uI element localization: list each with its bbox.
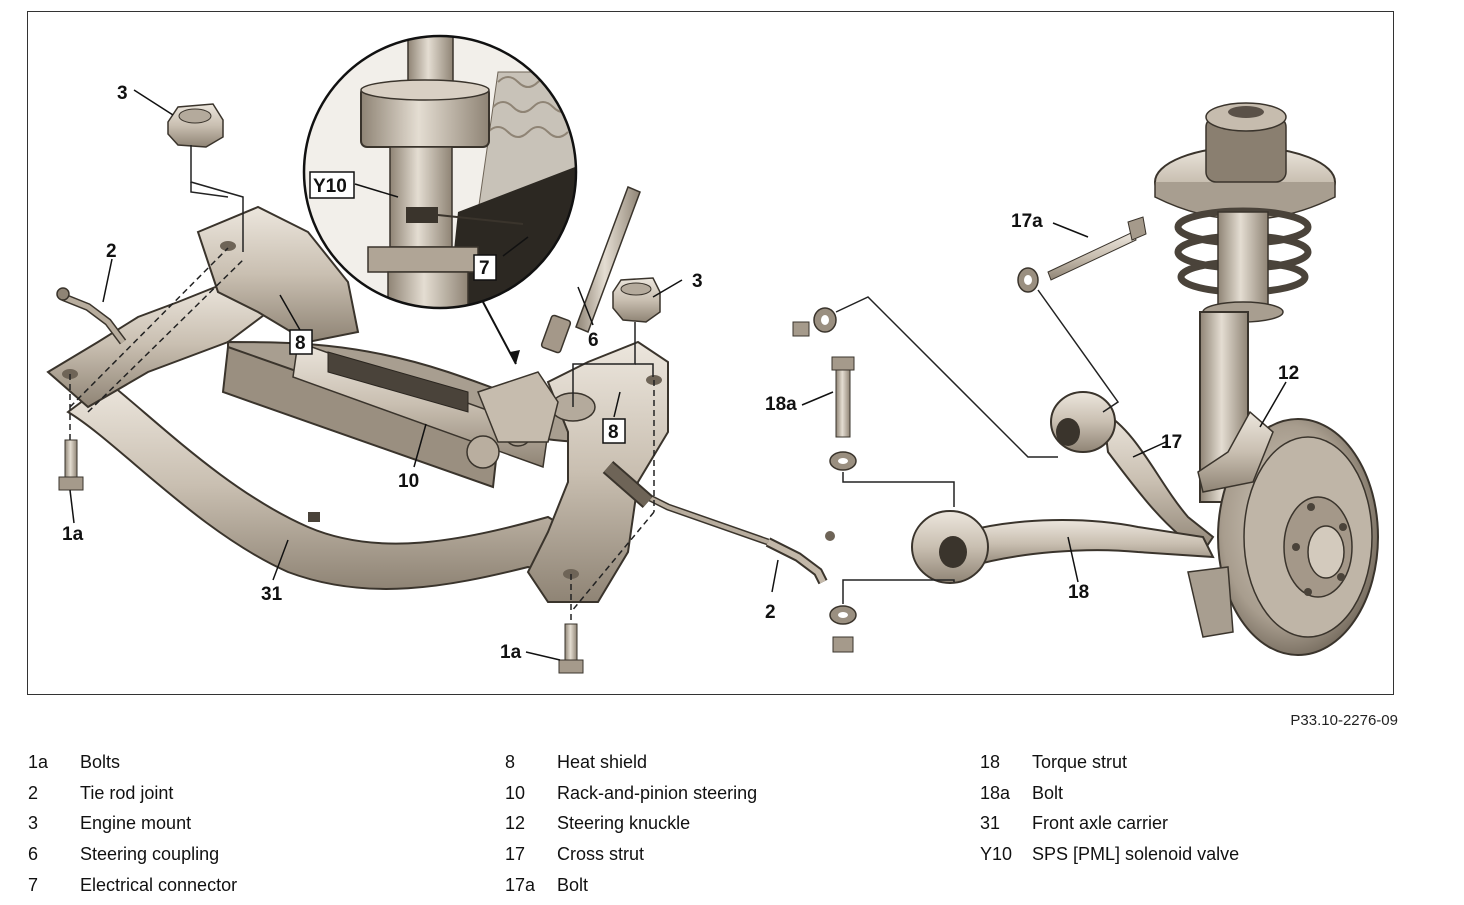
callout-10: 10 [398, 471, 419, 492]
callout-7-box [473, 254, 497, 281]
callout-17a: 17a [1011, 211, 1043, 232]
legend-code: 17a [505, 874, 536, 895]
strut-assembly [1154, 102, 1336, 503]
rack-and-pinion-steering [221, 340, 770, 546]
callout-8-left: 8 [295, 333, 306, 354]
engine-mount-top [167, 103, 224, 148]
legend-item: 8 Heat shield [505, 750, 757, 781]
legend-item: 18a Bolt [980, 781, 1239, 812]
bolt-18a [829, 356, 857, 471]
figure-code: P33.10-2276-09 [1290, 712, 1398, 729]
legend-item: 17a Bolt [505, 873, 757, 904]
callout-3-right: 3 [692, 271, 703, 292]
nut-washer-lower [829, 605, 857, 653]
legend-description: Torque strut [1032, 752, 1128, 772]
legend-item: 1a Bolts [28, 750, 237, 781]
legend-code: 12 [505, 813, 526, 834]
steering-coupling [540, 186, 641, 354]
legend-code: 31 [980, 813, 1001, 834]
legend-item: 3 Engine mount [28, 811, 237, 842]
legend-item: 7 Electrical connector [28, 873, 237, 904]
legend-item: 31 Front axle carrier [980, 811, 1239, 842]
legend-description: Bolt [1032, 782, 1064, 803]
cross-strut [1050, 391, 1215, 554]
legend-item: 6 Steering coupling [28, 842, 237, 873]
callout-8-left-box [289, 329, 313, 355]
legend-description: Engine mount [80, 813, 192, 834]
engine-mount-right [612, 277, 661, 323]
legend-item: 18 Torque strut [980, 750, 1239, 781]
legend-description: Front axle carrier [1032, 813, 1169, 834]
callout-12: 12 [1278, 363, 1299, 384]
callout-2-right: 2 [765, 602, 776, 623]
bolt-17a [1017, 216, 1147, 293]
callout-y10-box [309, 171, 355, 199]
leader-lines [69, 89, 1287, 661]
callout-8-right-box [602, 418, 626, 444]
callout-31: 31 [261, 584, 283, 605]
callout-17: 17 [1161, 432, 1182, 453]
legend: 1a Bolts 2 Tie rod joint 3 Engine mount 6 St… [0, 750, 1464, 900]
callout-18: 18 [1068, 582, 1089, 603]
exploded-view-illustration: 3 2 8 1a 31 10 6 3 8 1a 2 Y10 7 17a 18a … [46, 34, 1379, 674]
legend-column-3: 18 Torque strut 18a Bolt 31 Front axle carr… [980, 750, 1239, 873]
callout-y10: Y10 [313, 176, 347, 197]
legend-description: Rack-and-pinion steering [557, 782, 758, 803]
callout-1a-bottom: 1a [500, 642, 522, 663]
nut-washer-upper [792, 307, 837, 337]
assembly-lines [69, 145, 1120, 624]
legend-description: Electrical connector [80, 874, 238, 895]
callout-7: 7 [479, 258, 490, 279]
torque-strut [911, 510, 1215, 584]
legend-code: 7 [28, 874, 39, 895]
legend-description: SPS [PML] solenoid valve [1032, 844, 1240, 865]
magnifier-inset [302, 34, 578, 365]
legend-description: Heat shield [557, 752, 648, 772]
legend-description: Bolts [80, 752, 121, 772]
legend-code: 3 [28, 813, 39, 834]
legend-item: 12 Steering knuckle [505, 811, 757, 842]
legend-code: 1a [28, 752, 49, 772]
legend-code: Y10 [980, 844, 1013, 865]
legend-column-1: 1a Bolts 2 Tie rod joint 3 Engine mount 6 St… [28, 750, 237, 903]
callout-1a-left: 1a [62, 524, 84, 545]
legend-item: Y10 SPS [PML] solenoid valve [980, 842, 1239, 873]
legend-description: Steering knuckle [557, 813, 691, 834]
brake-disc [1217, 418, 1379, 656]
legend-description: Tie rod joint [80, 782, 174, 803]
bolt-left-1a [58, 439, 84, 491]
callout-8-right: 8 [608, 422, 619, 443]
callout-3-top: 3 [117, 83, 128, 104]
legend-item: 2 Tie rod joint [28, 781, 237, 812]
callout-2-left: 2 [106, 241, 117, 262]
legend-code: 2 [28, 782, 39, 803]
legend-description: Steering coupling [80, 844, 220, 865]
steering-knuckle [1187, 410, 1274, 638]
legend-item: 10 Rack-and-pinion steering [505, 781, 757, 812]
callout-18a: 18a [765, 394, 797, 415]
tie-rod-joint-left [56, 287, 127, 345]
tie-rod-joint-right [765, 531, 835, 585]
legend-description: Cross strut [557, 844, 645, 865]
legend-code: 18a [980, 782, 1011, 803]
legend-code: 8 [505, 752, 516, 772]
legend-description: Bolt [557, 874, 589, 895]
callout-6: 6 [588, 330, 599, 351]
diagram-frame: 3 2 8 1a 31 10 6 3 8 1a 2 Y10 7 17a 18a … [27, 11, 1394, 695]
legend-code: 10 [505, 782, 526, 803]
legend-item: 17 Cross strut [505, 842, 757, 873]
bolt-bottom-1a [558, 623, 584, 674]
legend-code: 6 [28, 844, 39, 865]
legend-code: 17 [505, 844, 526, 865]
legend-code: 18 [980, 752, 1001, 772]
